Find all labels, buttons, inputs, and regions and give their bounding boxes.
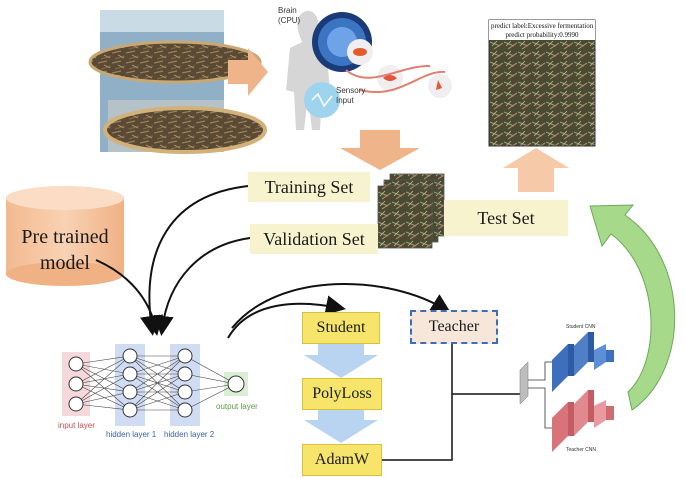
network-edge [75, 363, 131, 375]
network-edge [75, 383, 131, 393]
network-to-teacher-arrow [231, 283, 452, 329]
network-node [122, 348, 138, 364]
fermenting-leaves-photo-icon [88, 10, 267, 154]
validation-to-network-arrow [153, 237, 251, 336]
network-edge [184, 383, 237, 393]
network-node [68, 396, 84, 412]
network-edge [129, 355, 186, 411]
input-layer-label: input layer [58, 421, 95, 430]
network-node [122, 366, 138, 382]
brain-label: Brain (CPU) [278, 6, 301, 25]
network-edge [75, 383, 131, 411]
pretrained-line-1: Pre trained [21, 226, 109, 248]
polyloss-box: PolyLoss [302, 378, 382, 410]
network-edge [75, 363, 131, 393]
prediction-line-1: predict label:Excessive fermentation [491, 22, 594, 30]
network-edge [75, 403, 131, 411]
network-edge [75, 391, 131, 405]
teacher-box: Teacher [410, 310, 498, 344]
cnn-diagram-icon [519, 332, 614, 452]
network-edge [184, 355, 237, 385]
pretrained-model-cylinder [6, 186, 124, 286]
network-node [227, 375, 245, 393]
network-node [177, 384, 193, 400]
network-edge [129, 355, 186, 393]
brain-to-dataset-arrow [340, 130, 420, 170]
student-to-loss-arrow [304, 343, 378, 378]
network-edge [129, 391, 186, 411]
network-edge [75, 373, 131, 405]
student-cnn-label: Student CNN [566, 324, 596, 330]
prediction-line-2: predict probability:0.9990 [505, 31, 579, 39]
feedback-arrow [589, 204, 676, 411]
training-to-network-arrow [140, 185, 249, 336]
prediction-label-text: predict label:Excessive fermentation pre… [491, 22, 593, 40]
network-edge [129, 355, 186, 375]
network-node [68, 356, 84, 372]
network-node [122, 384, 138, 400]
prediction-image [488, 19, 596, 147]
brain-icon [286, 10, 372, 130]
network-edge [75, 355, 131, 365]
output-layer-label: output layer [216, 402, 258, 411]
network-node [68, 376, 84, 392]
student-box: Student [302, 312, 380, 344]
sensory-organs-icon [345, 39, 452, 98]
network-edge [75, 363, 131, 411]
test-to-prediction-arrow [503, 148, 569, 192]
network-node [177, 366, 193, 382]
pretrained-line-2: model [40, 252, 90, 274]
validation-set-label: Validation Set [250, 224, 378, 254]
dataset-images-icon [377, 173, 445, 249]
training-set-label: Training Set [248, 172, 370, 202]
network-edge [75, 355, 131, 405]
hidden-layer-2-label: hidden layer 2 [164, 430, 215, 439]
loss-to-optimizer-arrow [304, 408, 378, 443]
hidden-layer-1-label: hidden layer 1 [106, 430, 157, 439]
network-edge [184, 383, 237, 411]
network-node [122, 402, 138, 418]
network-edge [75, 373, 131, 385]
teacher-to-optimizer-line [382, 342, 453, 461]
photo-to-brain-arrow [228, 48, 268, 96]
model-to-network-arrow [95, 259, 164, 336]
sensory-input-label: Sensory Input [336, 86, 366, 105]
pretrained-model-label: Pre trained model [6, 220, 124, 280]
network-node [177, 402, 193, 418]
neural-network-icon [62, 344, 248, 426]
teacher-cnn-label: Teacher CNN [566, 447, 597, 453]
network-to-student-arrow [227, 295, 346, 339]
test-set-label: Test Set [444, 200, 568, 236]
adamw-box: AdamW [302, 444, 382, 476]
network-edge [129, 373, 186, 411]
network-edge [184, 373, 237, 385]
network-node [177, 348, 193, 364]
network-edge [75, 355, 131, 385]
